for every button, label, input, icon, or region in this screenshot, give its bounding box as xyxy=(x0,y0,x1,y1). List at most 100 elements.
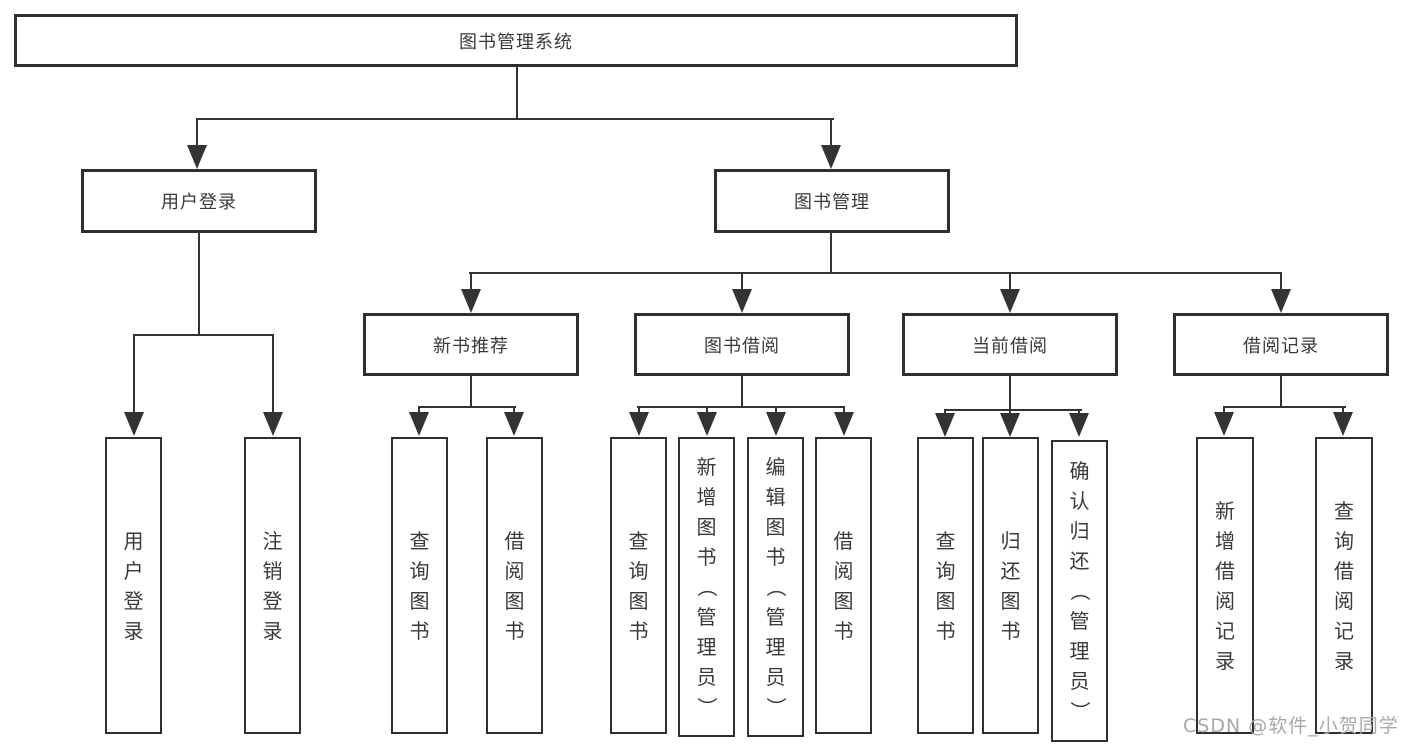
vertical-char: 书 xyxy=(409,618,430,643)
connector-line xyxy=(1223,406,1225,414)
leaf-add-borrow-record: 新增借阅记录 xyxy=(1196,437,1254,734)
node-root: 图书管理系统 xyxy=(14,14,1018,67)
node-current-borrowing: 当前借阅 xyxy=(902,313,1118,376)
arrow-down-icon xyxy=(461,289,481,313)
connector-line xyxy=(1223,406,1346,408)
vertical-char: 询 xyxy=(628,558,649,583)
arrow-down-icon xyxy=(821,145,841,169)
leaf-add-book-admin: 新增图书（管理员） xyxy=(678,437,735,737)
vertical-char: 借 xyxy=(1334,558,1354,583)
connector-line xyxy=(741,375,743,408)
connector-line xyxy=(1280,375,1282,408)
leaf-confirm-return-admin: 确认归还 （ 管理员 ） xyxy=(1051,440,1108,742)
leaf-query-books-1: 查询图书 xyxy=(391,437,448,734)
vertical-char: 查 xyxy=(935,528,956,553)
vertical-char: 录 xyxy=(262,618,283,643)
leaf-user-login: 用户登录 xyxy=(105,437,162,734)
vertical-char: 还 xyxy=(1069,549,1090,573)
vertical-char: 录 xyxy=(123,618,144,643)
connector-line xyxy=(706,406,708,414)
arrow-down-icon xyxy=(504,412,524,436)
vertical-char: ） xyxy=(1067,701,1092,721)
vertical-char: 编 xyxy=(765,455,786,479)
leaf-query-books-3: 查询图书 xyxy=(917,437,974,734)
vertical-char: 登 xyxy=(262,588,283,613)
vertical-char: 图 xyxy=(504,588,525,613)
vertical-char: 新 xyxy=(696,455,717,479)
connector-line xyxy=(944,409,946,415)
vertical-char: 书 xyxy=(833,618,854,643)
connector-line xyxy=(1009,272,1011,290)
vertical-char: 询 xyxy=(1334,528,1354,553)
vertical-char: 图 xyxy=(765,515,786,539)
vertical-char: 书 xyxy=(1000,618,1021,643)
vertical-char: 查 xyxy=(628,528,649,553)
vertical-char: 图 xyxy=(1000,588,1021,613)
vertical-char: 户 xyxy=(123,558,144,583)
vertical-char: 图 xyxy=(833,588,854,613)
vertical-char: 辑 xyxy=(765,485,786,509)
connector-line xyxy=(1009,375,1011,411)
connector-line xyxy=(133,334,135,414)
vertical-char: 管 xyxy=(696,605,717,629)
vertical-char: 销 xyxy=(262,558,283,583)
vertical-char: 书 xyxy=(765,545,786,569)
leaf-borrow-books-1: 借阅图书 xyxy=(486,437,543,734)
connector-line xyxy=(830,118,832,148)
arrow-down-icon xyxy=(263,412,283,436)
connector-line xyxy=(133,334,274,336)
arrow-down-icon xyxy=(124,412,144,436)
leaf-borrow-books-2: 借阅图书 xyxy=(815,437,872,734)
vertical-char: 图 xyxy=(628,588,649,613)
node-book-borrowing: 图书借阅 xyxy=(634,313,850,376)
arrow-down-icon xyxy=(834,412,854,436)
vertical-char: 认 xyxy=(1069,489,1090,513)
connector-line xyxy=(196,118,834,120)
vertical-char: 借 xyxy=(1215,558,1235,583)
vertical-char: 录 xyxy=(1215,648,1235,673)
vertical-char: 员 xyxy=(1069,669,1090,693)
arrow-down-icon xyxy=(1214,412,1234,436)
connector-line xyxy=(1342,406,1344,414)
connector-line xyxy=(469,272,1282,274)
vertical-char: 归 xyxy=(1069,519,1090,543)
vertical-char: 增 xyxy=(1215,528,1235,553)
vertical-char: 书 xyxy=(935,618,956,643)
vertical-char: 新 xyxy=(1215,498,1235,523)
vertical-char: （ xyxy=(694,577,719,597)
vertical-char: 借 xyxy=(504,528,525,553)
connector-line xyxy=(843,406,845,414)
vertical-char: 询 xyxy=(935,558,956,583)
arrow-down-icon xyxy=(732,289,752,313)
vertical-char: 管 xyxy=(1069,609,1090,633)
vertical-char: 书 xyxy=(504,618,525,643)
arrow-down-icon xyxy=(935,413,955,437)
vertical-char: 注 xyxy=(262,528,283,553)
vertical-char: 图 xyxy=(935,588,956,613)
connector-line xyxy=(741,272,743,290)
vertical-char: 记 xyxy=(1215,618,1235,643)
connector-line xyxy=(418,406,420,414)
node-borrowing-records: 借阅记录 xyxy=(1173,313,1389,376)
arrow-down-icon xyxy=(766,412,786,436)
vertical-char: 员 xyxy=(696,665,717,689)
connector-line xyxy=(470,272,472,290)
arrow-down-icon xyxy=(629,412,649,436)
connector-line xyxy=(944,409,1082,411)
connector-line xyxy=(418,406,516,408)
vertical-char: 确 xyxy=(1069,459,1090,483)
vertical-char: 阅 xyxy=(1215,588,1235,613)
vertical-char: 查 xyxy=(409,528,430,553)
vertical-char: 理 xyxy=(1069,639,1090,663)
vertical-char: 理 xyxy=(696,635,717,659)
connector-line xyxy=(1078,409,1080,415)
arrow-down-icon xyxy=(1069,413,1089,437)
vertical-char: ） xyxy=(694,697,719,717)
vertical-char: 增 xyxy=(696,485,717,509)
vertical-char: （ xyxy=(1067,581,1092,601)
node-book-management: 图书管理 xyxy=(714,169,950,233)
vertical-char: 阅 xyxy=(1334,588,1354,613)
leaf-query-books-2: 查询图书 xyxy=(610,437,667,734)
vertical-char: ） xyxy=(763,697,788,717)
